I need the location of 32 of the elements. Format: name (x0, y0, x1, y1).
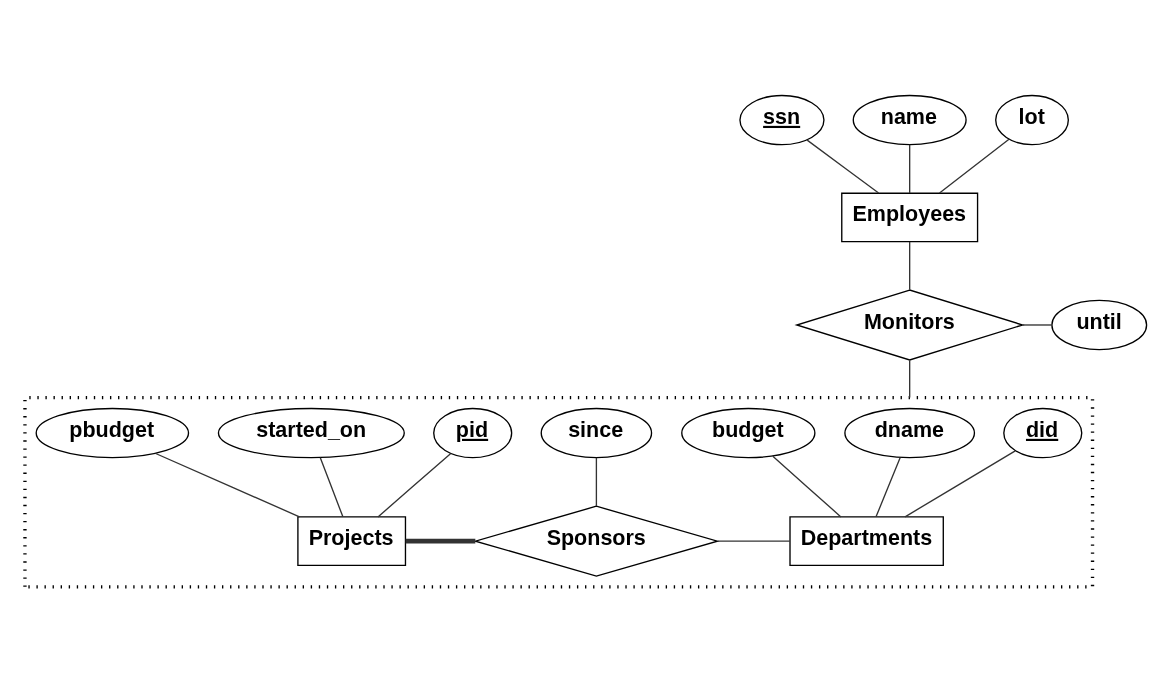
node-box: Departments (789, 515, 944, 566)
connector (717, 540, 791, 542)
node-ellipse: since (540, 407, 653, 458)
connector (319, 456, 344, 517)
connector (155, 452, 301, 517)
connector (377, 452, 452, 518)
connector (772, 455, 842, 518)
connector (909, 359, 911, 398)
node-diamond: Sponsors (472, 505, 720, 577)
connector (806, 138, 880, 194)
node-diamond: Monitors (794, 288, 1025, 361)
connector (405, 538, 476, 543)
connector (1022, 323, 1053, 326)
cluster (23, 395, 1095, 589)
node-ellipse: ssn (739, 94, 825, 145)
connector (904, 449, 1016, 517)
connector (875, 456, 901, 517)
node-ellipse: lot (995, 94, 1069, 145)
node-ellipse: pbudget (35, 407, 190, 458)
node-ellipse: pid (433, 407, 513, 458)
node-ellipse: dname (844, 407, 976, 458)
node-box: Projects (297, 515, 407, 566)
node-ellipse: budget (681, 407, 816, 458)
connector (909, 240, 911, 290)
connector (909, 143, 911, 194)
node-ellipse: name (852, 94, 967, 145)
node-ellipse: did (1003, 407, 1083, 458)
node-ellipse: until (1051, 299, 1148, 350)
connector (938, 138, 1010, 194)
node-ellipse: started_on (217, 407, 405, 458)
connector (595, 456, 598, 507)
node-box: Employees (841, 192, 979, 242)
